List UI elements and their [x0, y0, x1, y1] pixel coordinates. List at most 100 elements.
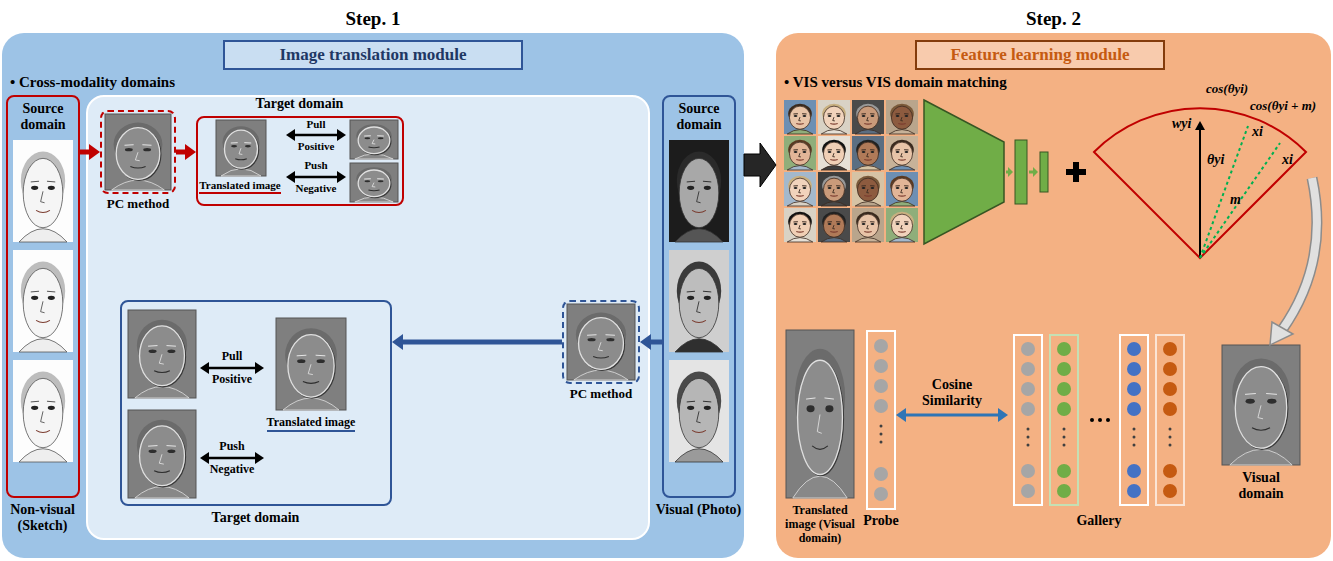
nose	[697, 191, 701, 202]
image-frame	[886, 208, 918, 242]
domain-caption: Visual (Photo)	[652, 502, 746, 518]
vector-element	[1057, 342, 1071, 356]
ellipsis-dot	[880, 425, 883, 428]
vector-element	[874, 339, 888, 353]
arrow-head	[89, 144, 100, 160]
image-frame	[784, 100, 816, 134]
arrow-head	[337, 129, 346, 141]
nose	[867, 117, 869, 121]
mouth	[36, 320, 50, 322]
face-image	[786, 330, 854, 498]
eye	[297, 359, 305, 363]
feature-vector	[1120, 335, 1148, 505]
math-symbol: θyi	[1207, 152, 1224, 168]
face-shadow	[141, 427, 186, 487]
flow-arrow	[744, 143, 776, 187]
face-outline	[23, 268, 63, 337]
image-frame	[1222, 345, 1300, 465]
face-shadow	[289, 336, 335, 399]
image-frame	[276, 318, 346, 410]
shoulders	[855, 166, 881, 170]
face-outline	[140, 326, 185, 386]
margin-sector	[1094, 108, 1306, 258]
shoulders	[889, 238, 915, 242]
nose	[239, 148, 242, 154]
arrow-head	[896, 408, 906, 422]
arrow-shaft	[904, 414, 1000, 417]
shoulders	[787, 130, 813, 134]
nose	[833, 189, 835, 193]
nose	[41, 191, 45, 202]
mouth	[692, 210, 706, 212]
connector	[640, 334, 662, 350]
eye	[905, 223, 909, 225]
eye	[896, 223, 900, 225]
nose	[901, 117, 903, 121]
section-heading: • VIS versus VIS domain matching	[784, 74, 1007, 91]
shoulders	[821, 166, 847, 170]
nose	[308, 364, 313, 374]
arrow-head	[255, 452, 264, 464]
shoulders	[889, 130, 915, 134]
face-image	[784, 172, 816, 206]
face-outline	[857, 178, 878, 201]
eye	[803, 115, 807, 117]
brow	[364, 135, 384, 136]
brow	[793, 149, 806, 150]
vector-element	[1021, 402, 1035, 416]
math-symbol: cos(θyi)	[1206, 82, 1248, 97]
brow	[793, 113, 806, 114]
image-frame	[784, 172, 816, 206]
feature-layer	[1015, 140, 1027, 204]
face-image	[784, 100, 816, 134]
weight-vector	[1195, 121, 1205, 258]
ellipsis-dot	[1133, 436, 1136, 439]
nose	[867, 153, 869, 157]
vector-element	[1127, 464, 1141, 478]
eye	[871, 115, 875, 117]
eye	[837, 151, 841, 153]
face-image	[13, 250, 73, 352]
arrow-head	[640, 334, 651, 350]
nose	[159, 454, 163, 464]
vector-element	[1021, 382, 1035, 396]
face-image	[216, 120, 266, 176]
face-outline	[1235, 367, 1286, 449]
nose	[697, 411, 701, 422]
mouth	[830, 159, 837, 161]
vector-element	[1057, 382, 1071, 396]
vector-element	[1057, 402, 1071, 416]
mouth	[812, 446, 828, 449]
brow	[895, 149, 908, 150]
face-outline	[789, 214, 810, 237]
eye	[1246, 399, 1255, 404]
eye	[896, 115, 900, 117]
vector-element	[1057, 464, 1071, 478]
eye	[905, 187, 909, 189]
eye	[31, 186, 38, 190]
vector-element	[1057, 484, 1071, 498]
math-symbol: xi	[1282, 152, 1293, 168]
image-frame	[886, 100, 918, 134]
nose	[901, 225, 903, 229]
face-shadow	[226, 131, 259, 169]
vector-caption: Gallery	[1008, 513, 1190, 529]
face-outline	[579, 318, 624, 370]
encoder-network	[924, 100, 1004, 244]
image-caption: Translated image	[199, 179, 280, 194]
mouth	[692, 430, 706, 432]
nose	[799, 189, 801, 193]
image-caption: Visual domain	[1221, 470, 1301, 502]
eye	[862, 115, 866, 117]
nose	[159, 354, 163, 364]
vector-element	[1021, 464, 1035, 478]
section-heading: • Cross-modality domains	[10, 74, 175, 91]
face-image	[784, 136, 816, 170]
feature-vector	[874, 339, 888, 501]
arrow-head	[200, 452, 209, 464]
face-outline	[679, 158, 719, 227]
eye	[364, 137, 370, 139]
brow	[31, 181, 56, 183]
shoulders	[19, 339, 67, 352]
